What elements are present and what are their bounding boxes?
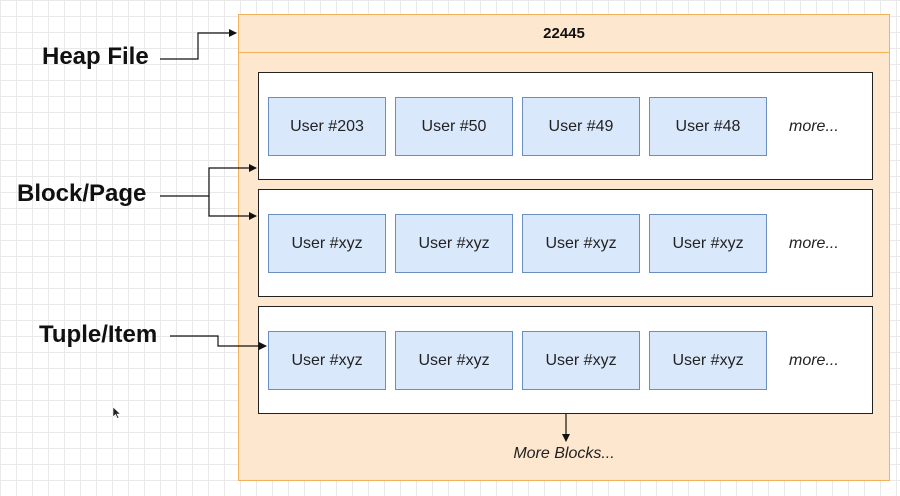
- heap-file-label[interactable]: Heap File: [42, 43, 149, 70]
- block-page-label[interactable]: Block/Page: [17, 180, 147, 207]
- block-page-connector-lower: [208, 196, 257, 220]
- tuple-item[interactable]: User #50: [395, 97, 513, 156]
- block-page-0[interactable]: User #203 User #50 User #49 User #48 mor…: [258, 72, 873, 180]
- more-tuples-label: more...: [789, 234, 839, 252]
- more-blocks-label: More Blocks...: [513, 445, 615, 462]
- block-page-2[interactable]: User #xyz User #xyz User #xyz User #xyz …: [258, 306, 873, 414]
- more-tuples-label: more...: [789, 351, 839, 369]
- block-page-connector-upper: [160, 164, 257, 197]
- tuple-item[interactable]: User #xyz: [522, 331, 640, 390]
- tuple-item[interactable]: User #xyz: [395, 214, 513, 273]
- block-page-1[interactable]: User #xyz User #xyz User #xyz User #xyz …: [258, 189, 873, 297]
- tuple-item-label[interactable]: Tuple/Item: [39, 321, 158, 348]
- tuple-item-connector: [170, 335, 267, 350]
- tuple-item[interactable]: User #xyz: [649, 214, 767, 273]
- tuple-item[interactable]: User #xyz: [649, 331, 767, 390]
- heap-file-container[interactable]: 22445 User #203 User #50 User #49 User #…: [238, 14, 890, 481]
- heap-file-title: 22445: [239, 15, 889, 53]
- tuple-item[interactable]: User #xyz: [395, 331, 513, 390]
- heap-file-connector: [160, 29, 237, 60]
- more-tuples-label: more...: [789, 117, 839, 135]
- tuple-item[interactable]: User #49: [522, 97, 640, 156]
- tuple-item[interactable]: User #48: [649, 97, 767, 156]
- mouse-cursor-icon: [112, 406, 122, 419]
- tuple-item[interactable]: User #xyz: [268, 331, 386, 390]
- tuple-item[interactable]: User #xyz: [522, 214, 640, 273]
- tuple-item[interactable]: User #203: [268, 97, 386, 156]
- tuple-item[interactable]: User #xyz: [268, 214, 386, 273]
